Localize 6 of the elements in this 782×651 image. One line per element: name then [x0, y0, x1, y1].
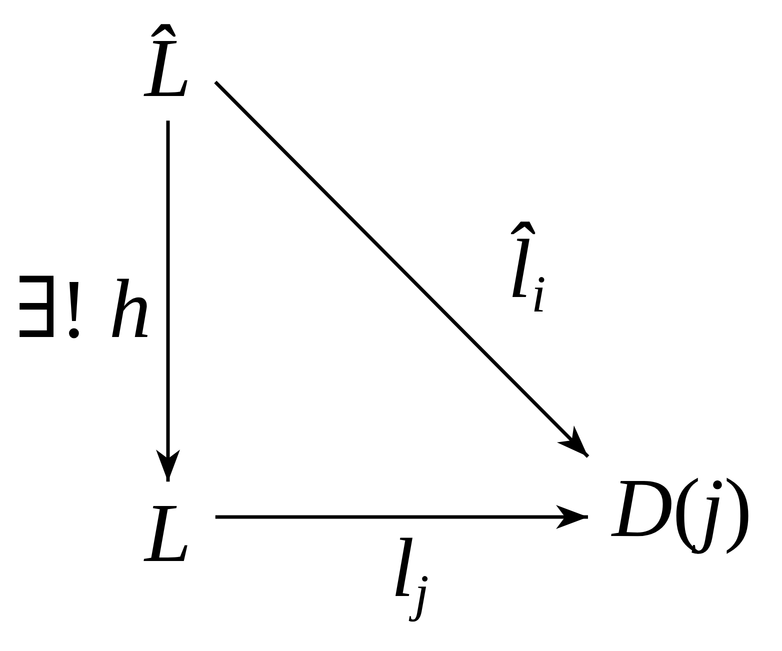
arrow	[215, 505, 588, 529]
object-label: D(j)	[588, 456, 776, 561]
object-label: L̂	[120, 16, 216, 121]
object-label: L	[120, 482, 216, 586]
arrow	[156, 120, 180, 482]
arrow	[214, 80, 590, 458]
